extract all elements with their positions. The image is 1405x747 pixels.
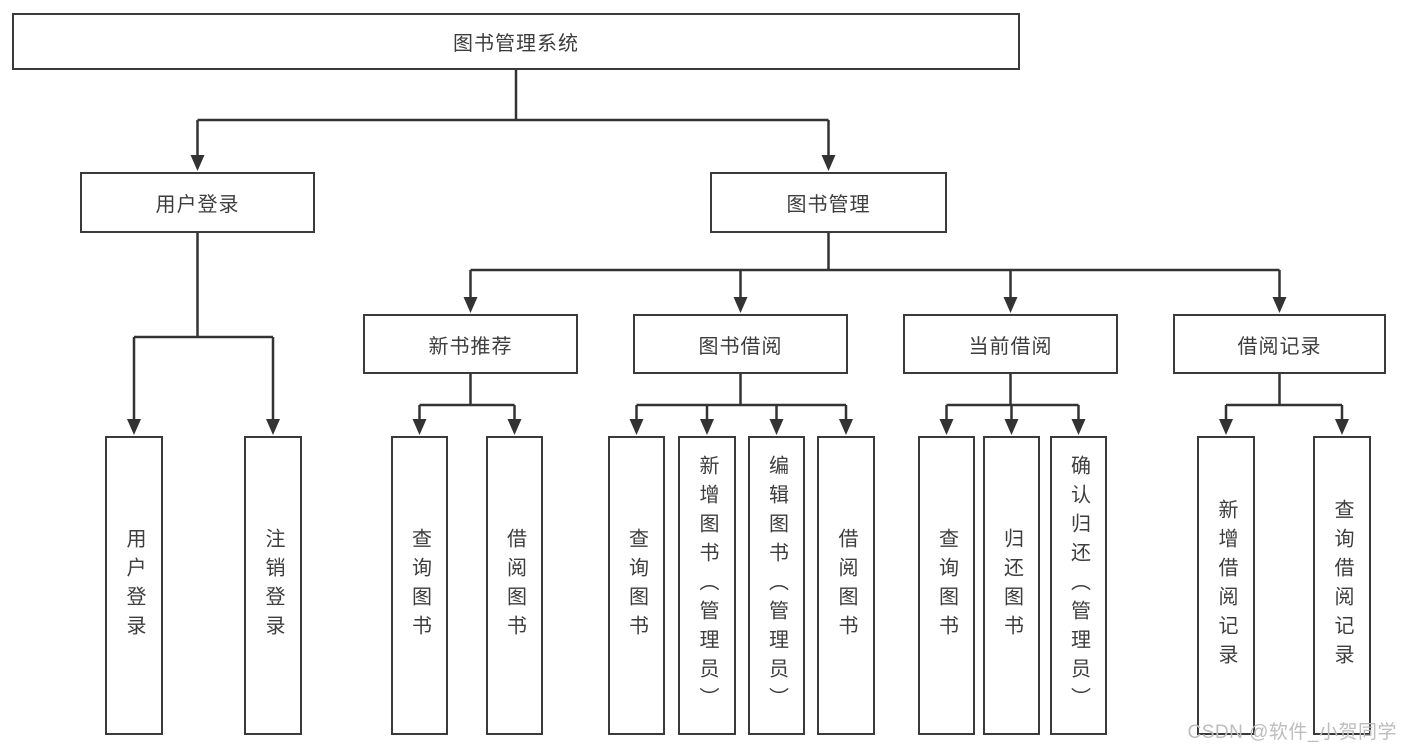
leaf-query-borrow-record: 查询借阅记录 (1313, 436, 1371, 735)
leaf-logout: 注销登录 (244, 436, 302, 735)
leaf-borrow-books: 借阅图书 (817, 436, 875, 735)
node-new-book-recommend: 新书推荐 (363, 314, 578, 374)
node-root-library-system: 图书管理系统 (12, 13, 1020, 70)
leaf-query-books-current: 查询图书 (918, 436, 975, 735)
csdn-watermark: CSDN @软件_小贺同学 (1187, 722, 1397, 743)
leaf-user-login: 用户登录 (105, 436, 163, 735)
node-borrow-records: 借阅记录 (1173, 314, 1386, 374)
leaf-add-borrow-record: 新增借阅记录 (1197, 436, 1255, 735)
leaf-edit-books-admin: 编辑图书（管理员） (748, 436, 805, 735)
leaf-borrow-books-recommend: 借阅图书 (486, 436, 543, 735)
leaf-add-books-admin: 新增图书（管理员） (678, 436, 736, 735)
leaf-query-books-recommend: 查询图书 (391, 436, 448, 735)
leaf-confirm-return-admin: 确认归还（管理员） (1050, 436, 1107, 735)
node-current-borrow: 当前借阅 (903, 314, 1118, 374)
node-user-login: 用户登录 (80, 172, 315, 233)
node-book-borrow: 图书借阅 (633, 314, 848, 374)
leaf-return-books: 归还图书 (983, 436, 1040, 735)
leaf-query-books-borrow: 查询图书 (608, 436, 665, 735)
node-book-management: 图书管理 (710, 172, 947, 233)
